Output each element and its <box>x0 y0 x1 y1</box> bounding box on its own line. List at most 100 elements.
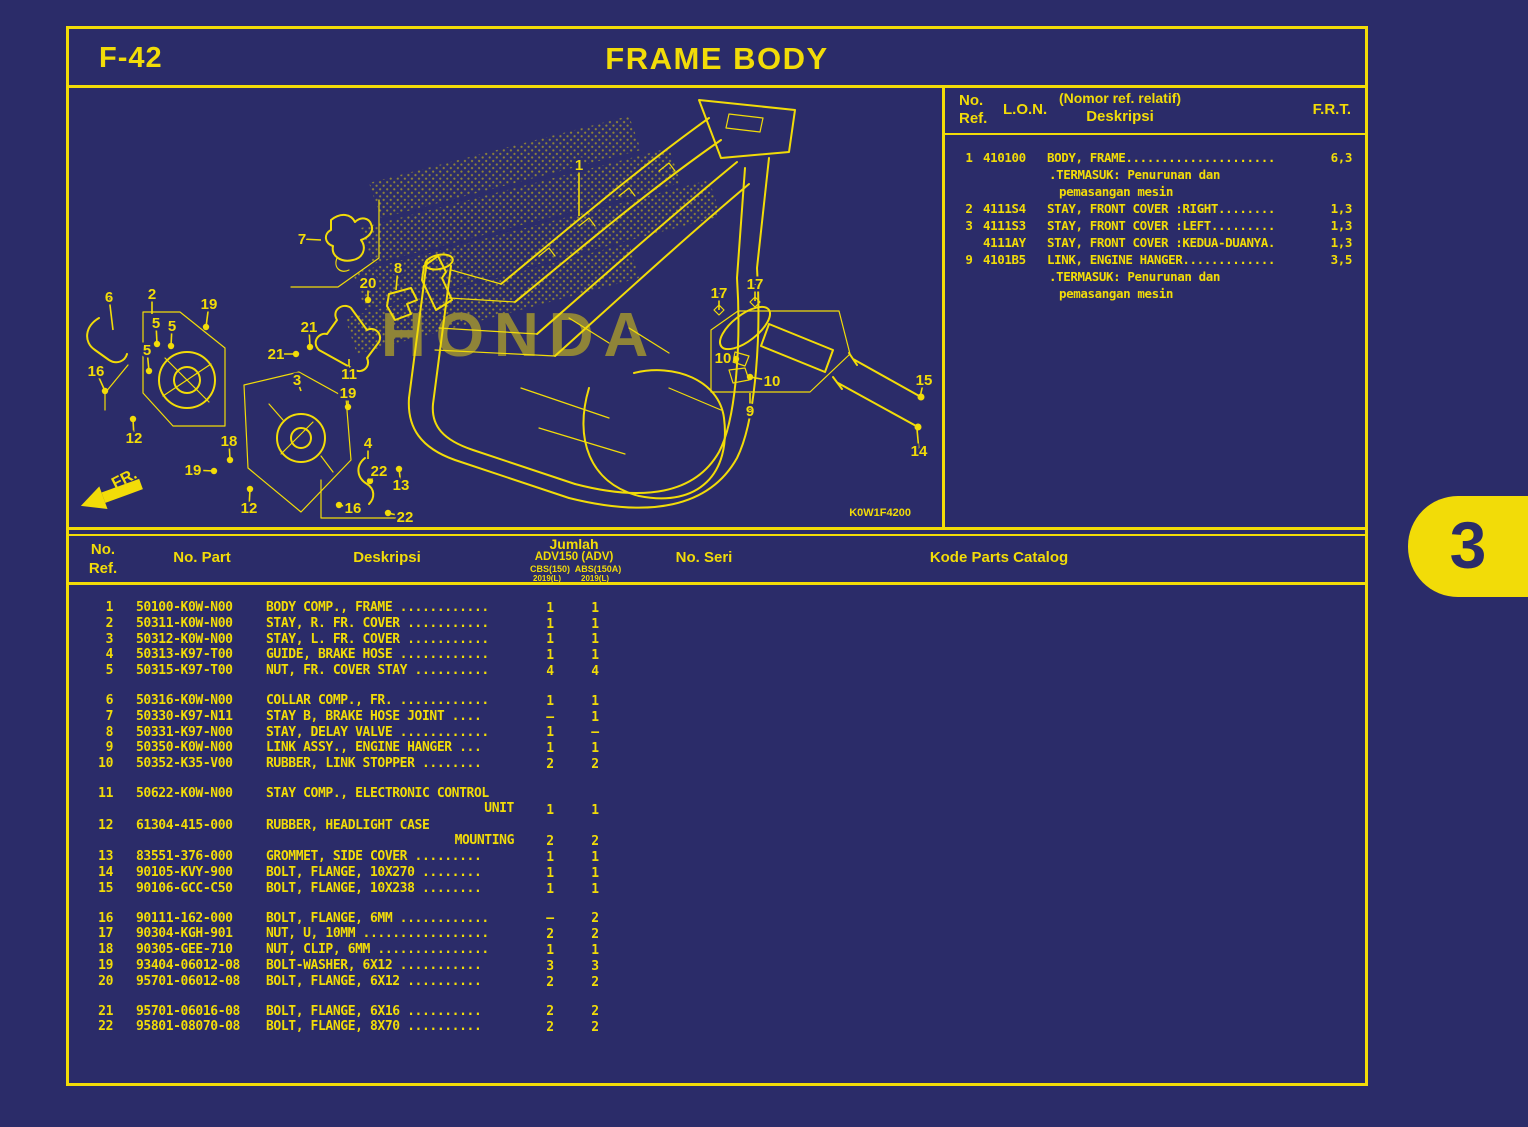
part-number: 93404-06012-08 <box>136 957 240 973</box>
parts-row: 7 50330-K97-N11 STAY B, BRAKE HOSE JOINT .… <box>69 709 1365 725</box>
part-number: 50330-K97-N11 <box>136 708 233 724</box>
callout-number: 8 <box>394 260 402 277</box>
part-description: NUT, CLIP, 6MM ............... <box>266 942 489 958</box>
fr-direction-arrow: FR. <box>80 466 143 509</box>
qty-abs: 4 <box>591 663 599 679</box>
col-part: No. Part <box>173 549 231 566</box>
part-number: 50311-K0W-N00 <box>136 615 233 631</box>
ref-frt: 1,3 <box>1330 235 1353 250</box>
callout-leader <box>170 325 173 347</box>
callout-number: 22 <box>371 463 388 480</box>
part-number: 90305-GEE-710 <box>136 942 233 958</box>
qty-cbs: 3 <box>546 958 554 974</box>
fastener-dot <box>384 509 392 517</box>
catalog-main-frame: F-42 FRAME BODY HONDA <box>66 26 1368 1086</box>
part-description: GROMMET, SIDE COVER ......... <box>266 849 482 865</box>
qty-cbs: 1 <box>546 600 554 616</box>
fastener-dot <box>344 403 352 411</box>
callout-leader <box>296 379 302 392</box>
callout-leader <box>395 267 399 291</box>
callout-leader <box>916 428 920 452</box>
part-ref-no: 15 <box>98 880 113 896</box>
ref-description: STAY, FRONT COVER :LEFT......... <box>1047 218 1276 233</box>
part-number: 50313-K97-T00 <box>136 647 233 663</box>
callout-number: 12 <box>126 430 143 447</box>
ref-col-frt: F.R.T. <box>1312 101 1351 118</box>
ref-no: 1 <box>965 150 973 165</box>
frame-line-art <box>86 99 925 519</box>
ref-col-no: No. <box>959 92 984 109</box>
part-description: STAY B, BRAKE HOSE JOINT .... <box>266 708 482 724</box>
fastener-dot <box>145 367 153 375</box>
qty-cbs: – <box>546 911 554 927</box>
qty-abs: 2 <box>591 911 599 927</box>
callout-number: 18 <box>221 433 238 450</box>
part-number: 61304-415-000 <box>136 817 233 833</box>
part-ref-no: 18 <box>98 942 113 958</box>
part-description: LINK ASSY., ENGINE HANGER ... <box>266 740 482 756</box>
callout-number: 5 <box>152 315 160 332</box>
page-number: 3 <box>1449 508 1487 582</box>
part-description: STAY, L. FR. COVER ........... <box>266 631 489 647</box>
callout-number: 11 <box>341 366 357 383</box>
callout-number: 7 <box>298 231 306 248</box>
part-number: 83551-376-000 <box>136 849 233 865</box>
qty-abs: 1 <box>591 881 599 897</box>
qty-cbs: 2 <box>546 756 554 772</box>
ref-description: BODY, FRAME..................... <box>1047 150 1276 165</box>
ref-col-lon: L.O.N. <box>1003 101 1048 118</box>
qty-cbs: 1 <box>546 865 554 881</box>
qty-abs: 1 <box>591 741 599 757</box>
callout-number: 1 <box>575 157 583 174</box>
col-year-abs: 2019(L) <box>580 574 610 583</box>
part-number: 50352-K35-V00 <box>136 756 233 772</box>
exploded-diagram: HONDA <box>69 88 945 529</box>
ref-col-nomor: (Nomor ref. relatif) <box>1058 90 1182 106</box>
part-ref-no: 16 <box>98 910 113 926</box>
qty-cbs: 1 <box>546 881 554 897</box>
qty-abs: – <box>591 725 599 741</box>
callout-number: 19 <box>340 385 357 402</box>
callout-number: 5 <box>168 318 176 335</box>
callout-leader <box>192 469 215 472</box>
part-ref-no: 1 <box>105 600 114 615</box>
fastener-dot <box>292 350 300 358</box>
part-ref-no: 4 <box>105 647 114 663</box>
ref-note-line: pemasangan mesin <box>1059 286 1174 301</box>
part-ref-no: 5 <box>105 663 114 679</box>
callout-number: 6 <box>105 289 113 306</box>
callout-number: 16 <box>345 500 362 517</box>
part-number: 50331-K97-N00 <box>136 724 233 740</box>
callout-number: 10 <box>764 373 781 390</box>
part-description: BOLT, FLANGE, 10X238 ........ <box>266 880 482 896</box>
qty-cbs: 2 <box>546 1020 554 1036</box>
part-number: 90304-KGH-901 <box>136 926 233 942</box>
callout-number: 21 <box>301 319 318 336</box>
parts-row: 2 50311-K0W-N00 STAY, R. FR. COVER .......… <box>69 616 1365 632</box>
part-number: 50315-K97-T00 <box>136 663 233 679</box>
callout-leader <box>301 238 322 241</box>
part-description: STAY, R. FR. COVER ........... <box>266 615 489 631</box>
fastener-dot <box>153 340 161 348</box>
callout-leader <box>205 303 210 328</box>
page-number-badge: 3 <box>1408 496 1528 597</box>
ref-no: 3 <box>965 218 973 233</box>
part-ref-no: 7 <box>105 708 114 724</box>
part-ref-no: 2 <box>105 615 114 631</box>
qty-abs: 2 <box>591 1020 599 1036</box>
fastener-dot <box>366 477 374 485</box>
part-ref-no: 8 <box>105 724 114 740</box>
qty-cbs: 1 <box>546 802 554 818</box>
qty-cbs: 1 <box>546 648 554 664</box>
part-ref-no: 10 <box>98 756 113 772</box>
qty-cbs: 2 <box>546 834 554 850</box>
